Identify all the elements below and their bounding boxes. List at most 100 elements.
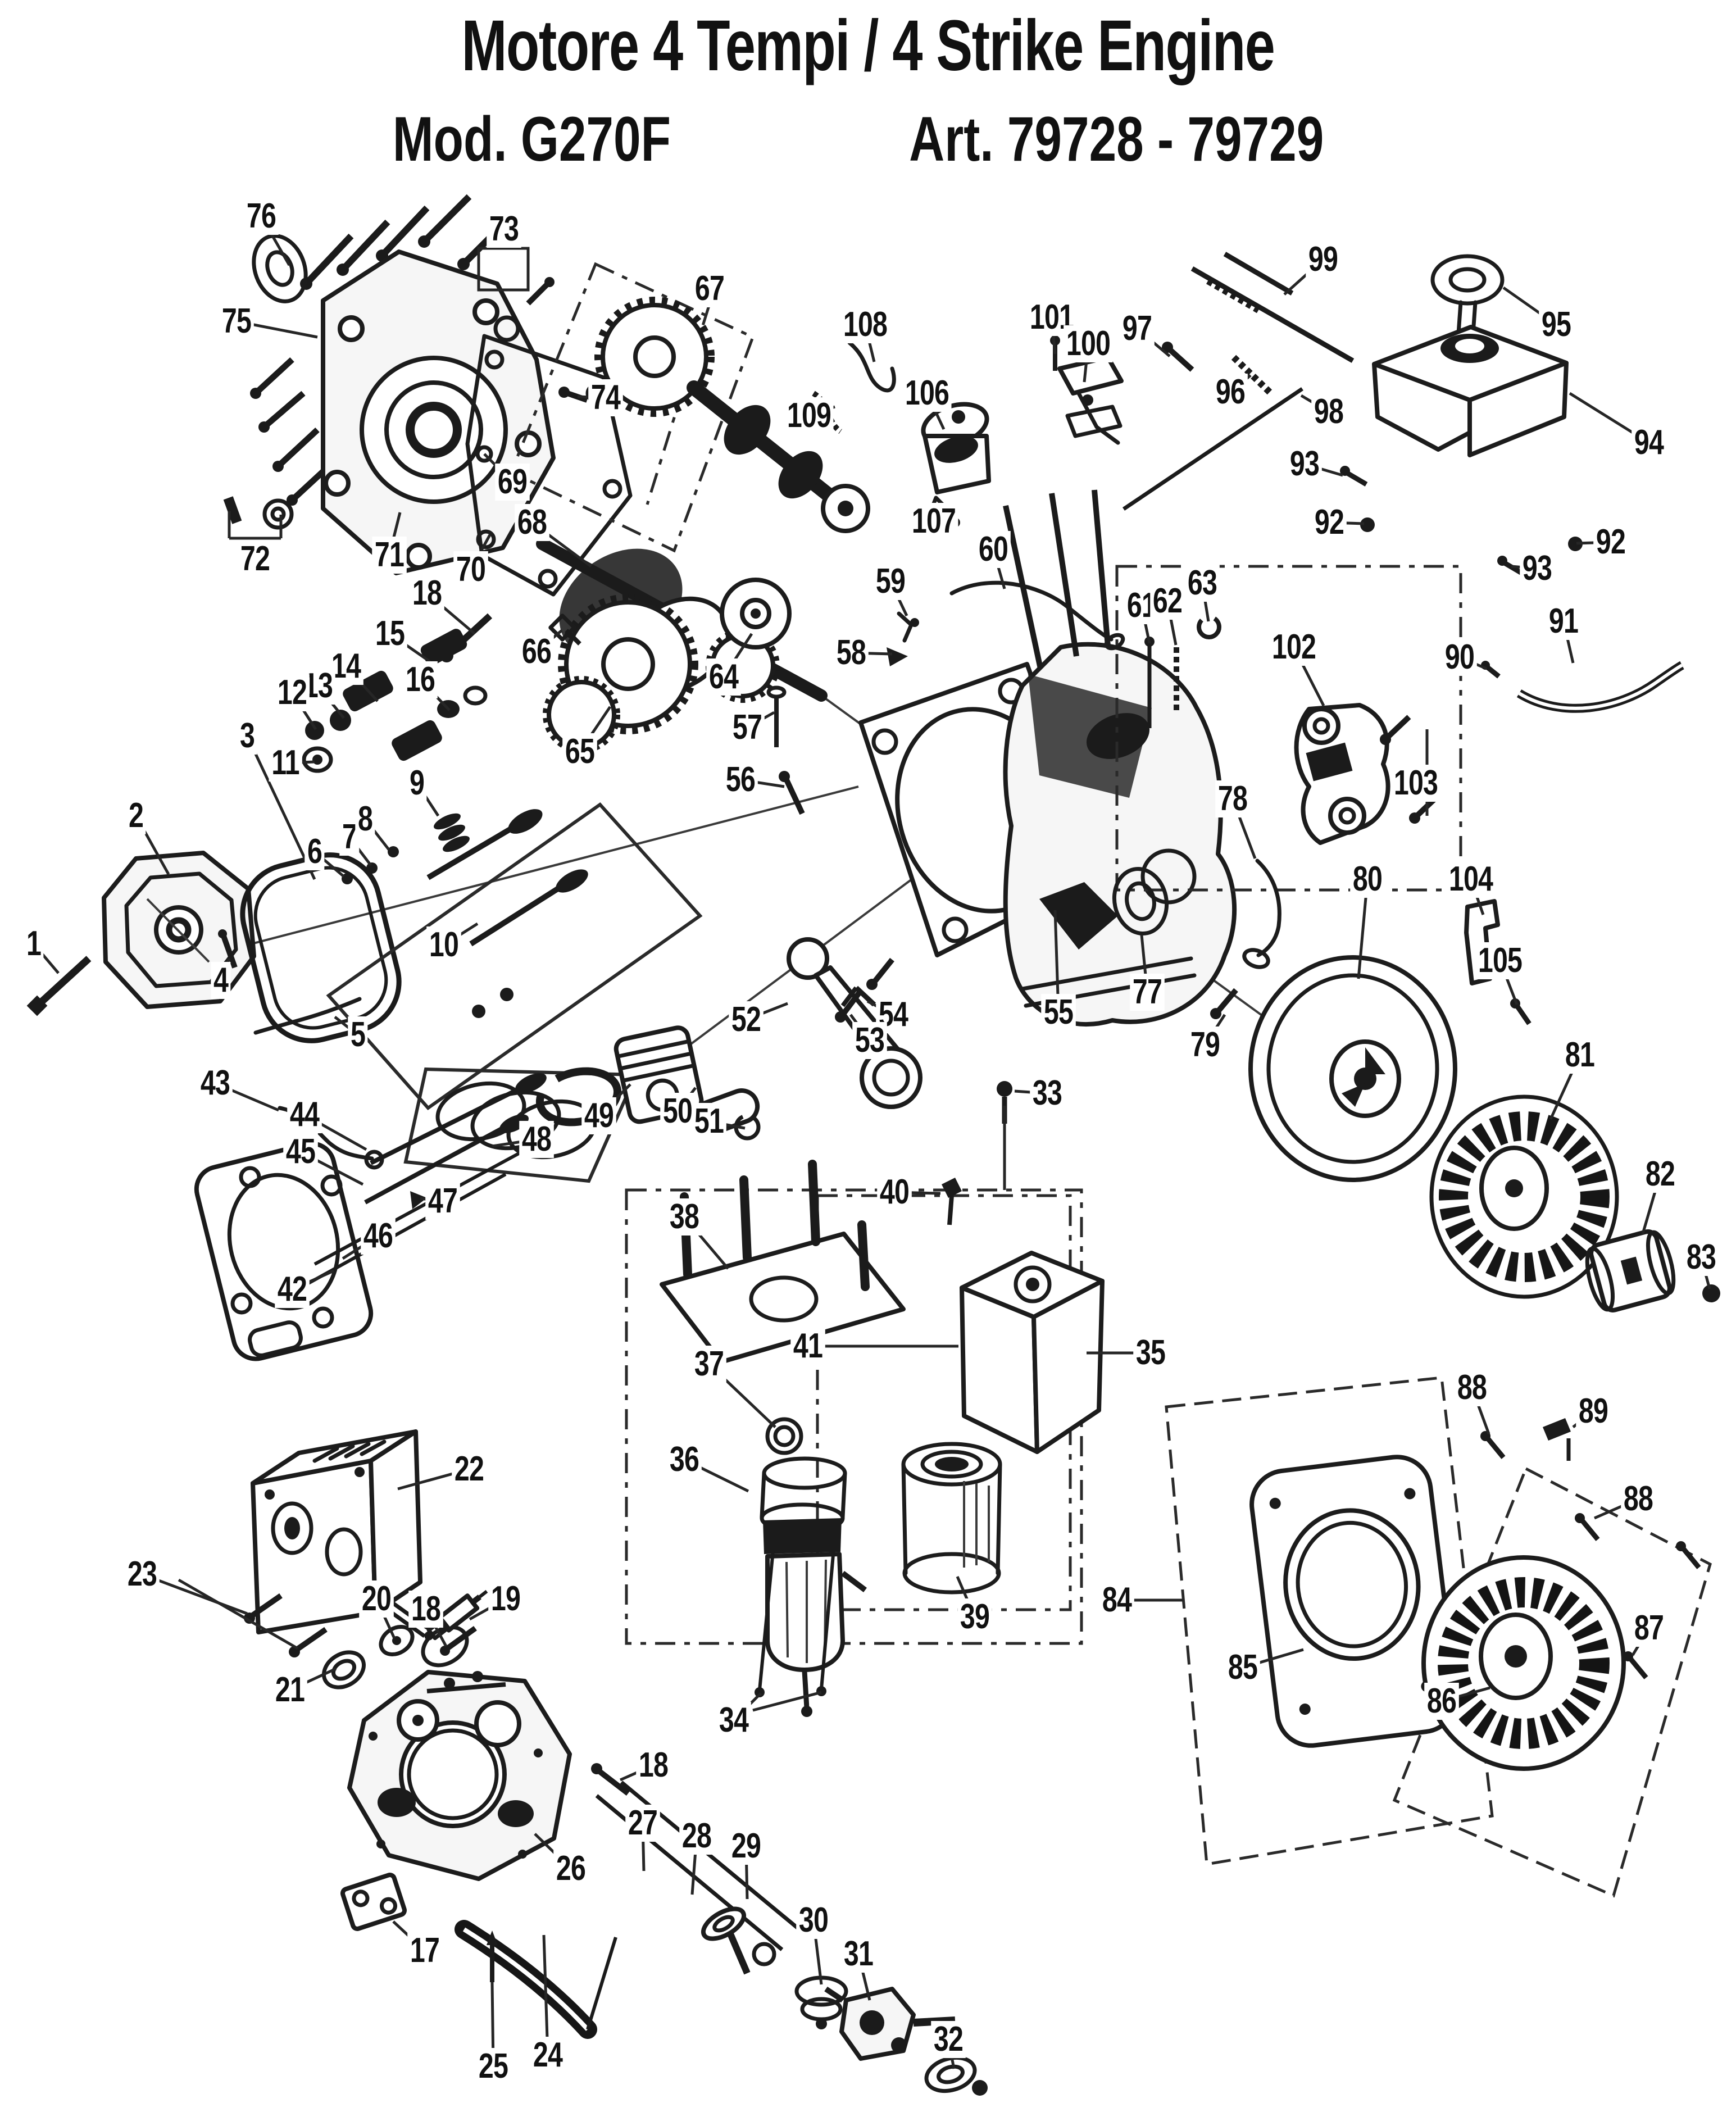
part-label-17: 17 <box>407 1932 442 1969</box>
part-label-37: 37 <box>692 1346 726 1383</box>
part-label-57: 57 <box>730 709 765 746</box>
diagram-subtitle: Mod. G270F Art. 79728 - 79729 <box>0 103 1736 175</box>
part-label-30: 30 <box>796 1902 831 1939</box>
model-number: Mod. G270F <box>393 104 671 174</box>
diagram-header: Motore 4 Tempi / 4 Strike Engine Mod. G2… <box>0 4 1736 175</box>
part-label-44: 44 <box>287 1096 322 1133</box>
part-label-23: 23 <box>125 1556 160 1593</box>
part-label-16: 16 <box>403 661 438 698</box>
part-label-67: 67 <box>692 270 727 307</box>
part-label-82: 82 <box>1643 1156 1678 1193</box>
part-label-77: 77 <box>1130 974 1165 1011</box>
part-label-86: 86 <box>1424 1683 1459 1720</box>
part-label-56: 56 <box>723 761 758 798</box>
part-label-66: 66 <box>519 633 554 670</box>
part-label-69: 69 <box>495 464 530 501</box>
part-label-27: 27 <box>625 1805 660 1842</box>
part-label-34: 34 <box>716 1702 751 1739</box>
part-label-94: 94 <box>1632 424 1666 461</box>
part-label-87: 87 <box>1632 1610 1666 1647</box>
part-label-53: 53 <box>852 1022 887 1059</box>
part-label-108: 108 <box>840 306 890 343</box>
part-label-91: 91 <box>1546 603 1581 640</box>
muffler-art <box>244 1429 488 1689</box>
part-label-1: 1 <box>24 925 44 962</box>
fuel-tank-art <box>1340 254 1684 713</box>
part-label-39: 39 <box>957 1598 992 1636</box>
part-label-35: 35 <box>1133 1334 1168 1371</box>
part-label-89: 89 <box>1576 1393 1611 1430</box>
part-label-79: 79 <box>1188 1026 1223 1064</box>
part-label-101: 101 <box>1027 299 1076 336</box>
part-label-25: 25 <box>476 2048 511 2085</box>
part-label-93: 93 <box>1287 446 1322 483</box>
part-label-28: 28 <box>679 1818 714 1855</box>
part-label-12: 12 <box>275 674 310 711</box>
part-label-60: 60 <box>976 531 1011 568</box>
part-label-41: 41 <box>790 1328 825 1365</box>
part-label-88: 88 <box>1621 1480 1656 1518</box>
recoil-starter-art <box>1165 1376 1712 1898</box>
part-label-84: 84 <box>1099 1582 1134 1619</box>
part-label-109: 109 <box>784 397 834 434</box>
part-label-97: 97 <box>1120 310 1155 347</box>
part-label-46: 46 <box>361 1218 396 1255</box>
part-label-19: 19 <box>488 1580 523 1618</box>
part-label-102: 102 <box>1269 629 1319 666</box>
part-label-70: 70 <box>453 551 488 588</box>
part-label-63: 63 <box>1185 565 1220 602</box>
part-label-104: 104 <box>1446 861 1496 898</box>
part-label-29: 29 <box>729 1828 764 1865</box>
part-label-20: 20 <box>359 1580 394 1618</box>
part-label-95: 95 <box>1539 306 1574 343</box>
part-label-43: 43 <box>198 1065 233 1102</box>
part-label-2: 2 <box>126 797 146 834</box>
part-label-49: 49 <box>581 1097 616 1134</box>
part-label-107: 107 <box>909 503 958 540</box>
part-label-33: 33 <box>1030 1075 1065 1112</box>
part-label-64: 64 <box>706 658 741 696</box>
part-label-83: 83 <box>1684 1239 1719 1276</box>
part-label-5: 5 <box>348 1016 368 1053</box>
part-label-10: 10 <box>426 926 461 964</box>
part-label-21: 21 <box>272 1672 307 1709</box>
diagram-title: Motore 4 Tempi / 4 Strike Engine <box>461 6 1275 86</box>
part-label-32: 32 <box>931 2021 966 2058</box>
part-label-26: 26 <box>553 1850 588 1887</box>
part-label-90: 90 <box>1442 639 1477 676</box>
part-label-80: 80 <box>1350 861 1385 898</box>
part-label-31: 31 <box>841 1936 876 1973</box>
part-label-55: 55 <box>1041 994 1076 1031</box>
part-label-52: 52 <box>729 1001 764 1038</box>
part-label-42: 42 <box>275 1271 310 1308</box>
part-label-36: 36 <box>667 1441 702 1478</box>
part-label-98: 98 <box>1311 393 1346 430</box>
article-numbers: Art. 79728 - 79729 <box>909 104 1324 174</box>
cylinder-block-art <box>766 489 1462 1124</box>
part-label-18: 18 <box>410 575 444 612</box>
part-label-22: 22 <box>452 1451 487 1488</box>
air-cleaner-art <box>625 1106 1105 1717</box>
part-label-96: 96 <box>1213 374 1248 411</box>
part-label-62: 62 <box>1150 583 1185 620</box>
part-label-100: 100 <box>1064 325 1113 362</box>
part-label-58: 58 <box>834 634 869 671</box>
part-label-3: 3 <box>237 717 257 755</box>
part-label-71: 71 <box>372 537 407 574</box>
governor-art <box>812 252 1355 537</box>
part-label-11: 11 <box>269 744 302 782</box>
part-label-78: 78 <box>1215 780 1250 817</box>
part-label-45: 45 <box>283 1133 318 1170</box>
part-label-24: 24 <box>530 2037 565 2074</box>
part-label-72: 72 <box>238 540 272 578</box>
part-label-48: 48 <box>519 1121 554 1158</box>
part-label-99: 99 <box>1306 241 1340 278</box>
part-label-18: 18 <box>408 1591 443 1628</box>
part-label-81: 81 <box>1562 1037 1597 1074</box>
part-label-105: 105 <box>1475 942 1525 979</box>
part-label-92: 92 <box>1312 504 1347 541</box>
crankshaft-art <box>475 445 828 753</box>
part-label-75: 75 <box>219 303 254 340</box>
